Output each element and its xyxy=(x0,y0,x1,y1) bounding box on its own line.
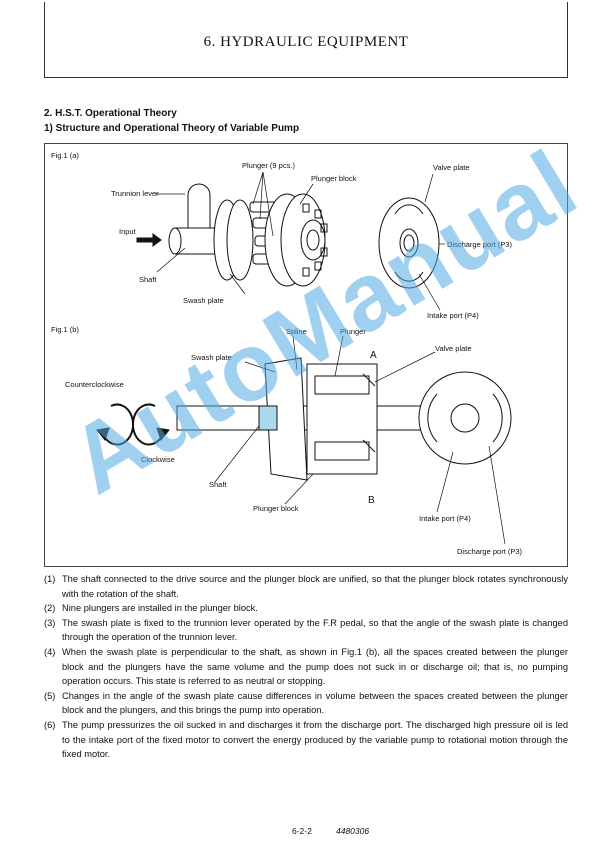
fig-a-caption: Fig.1 (a) xyxy=(51,151,79,160)
footer-document-code: 4480306 xyxy=(336,826,370,836)
label-discharge-port-b: Discharge port (P3) xyxy=(457,547,523,556)
label-clockwise: Clockwise xyxy=(141,455,175,464)
label-plunger-count: Plunger (9 pcs.) xyxy=(242,161,295,170)
label-input: Input xyxy=(119,227,137,236)
label-counterclockwise: Counterclockwise xyxy=(65,380,124,389)
figure-box: Fig.1 (a) Plunger (9 pcs.) Plunger block… xyxy=(44,143,568,567)
label-plunger-b: Plunger xyxy=(340,327,366,336)
pump-diagram: Fig.1 (a) Plunger (9 pcs.) Plunger block… xyxy=(51,151,523,556)
label-valve-plate-b: Valve plate xyxy=(435,344,472,353)
label-plunger-block: Plunger block xyxy=(311,174,357,183)
list-item: (6)The pump pressurizes the oil sucked i… xyxy=(44,719,568,760)
label-intake-port-a: Intake port (P4) xyxy=(427,311,479,320)
section-title: 2. H.S.T. Operational Theory xyxy=(44,108,177,119)
label-discharge-port-a: Discharge port (P3) xyxy=(447,240,513,249)
label-intake-port-b: Intake port (P4) xyxy=(419,514,471,523)
label-a: A xyxy=(370,350,377,361)
list-item: (3)The swash plate is fixed to the trunn… xyxy=(44,617,568,643)
label-trunnion-lever: Trunnion lever xyxy=(111,189,159,198)
list-item: (5)Changes in the angle of the swash pla… xyxy=(44,690,568,716)
list-item: (2)Nine plungers are installed in the pl… xyxy=(44,603,258,614)
label-valve-plate: Valve plate xyxy=(433,163,470,172)
label-spline: Spline xyxy=(286,327,307,336)
clockwise-arrow-icon xyxy=(131,403,170,446)
plunger-block-section-shape xyxy=(306,363,378,475)
valve-plate-section-shape xyxy=(418,371,512,465)
fig-b-caption: Fig.1 (b) xyxy=(51,325,79,334)
valve-plate-shape xyxy=(378,197,440,289)
label-swash-plate-a: Swash plate xyxy=(183,296,224,305)
label-b: B xyxy=(368,495,375,506)
sub-section-title: 1) Structure and Operational Theory of V… xyxy=(44,123,300,134)
counterclockwise-arrow-icon xyxy=(96,403,135,446)
list-item: (4)When the swash plate is perpendicular… xyxy=(44,646,568,687)
label-shaft-b: Shaft xyxy=(209,480,227,489)
input-arrow-icon xyxy=(136,233,162,247)
label-shaft-a: Shaft xyxy=(139,275,157,284)
footer-page-number: 6-2-2 xyxy=(292,826,312,836)
list-item: (1)The shaft connected to the drive sour… xyxy=(44,574,568,599)
label-plunger-block-b: Plunger block xyxy=(253,504,299,513)
header-box: 6. HYDRAULIC EQUIPMENT xyxy=(44,2,568,78)
page-header-title: 6. HYDRAULIC EQUIPMENT xyxy=(203,34,409,50)
notes-list: (1)The shaft connected to the drive sour… xyxy=(44,572,568,762)
label-swash-plate-b: Swash plate xyxy=(191,353,232,362)
